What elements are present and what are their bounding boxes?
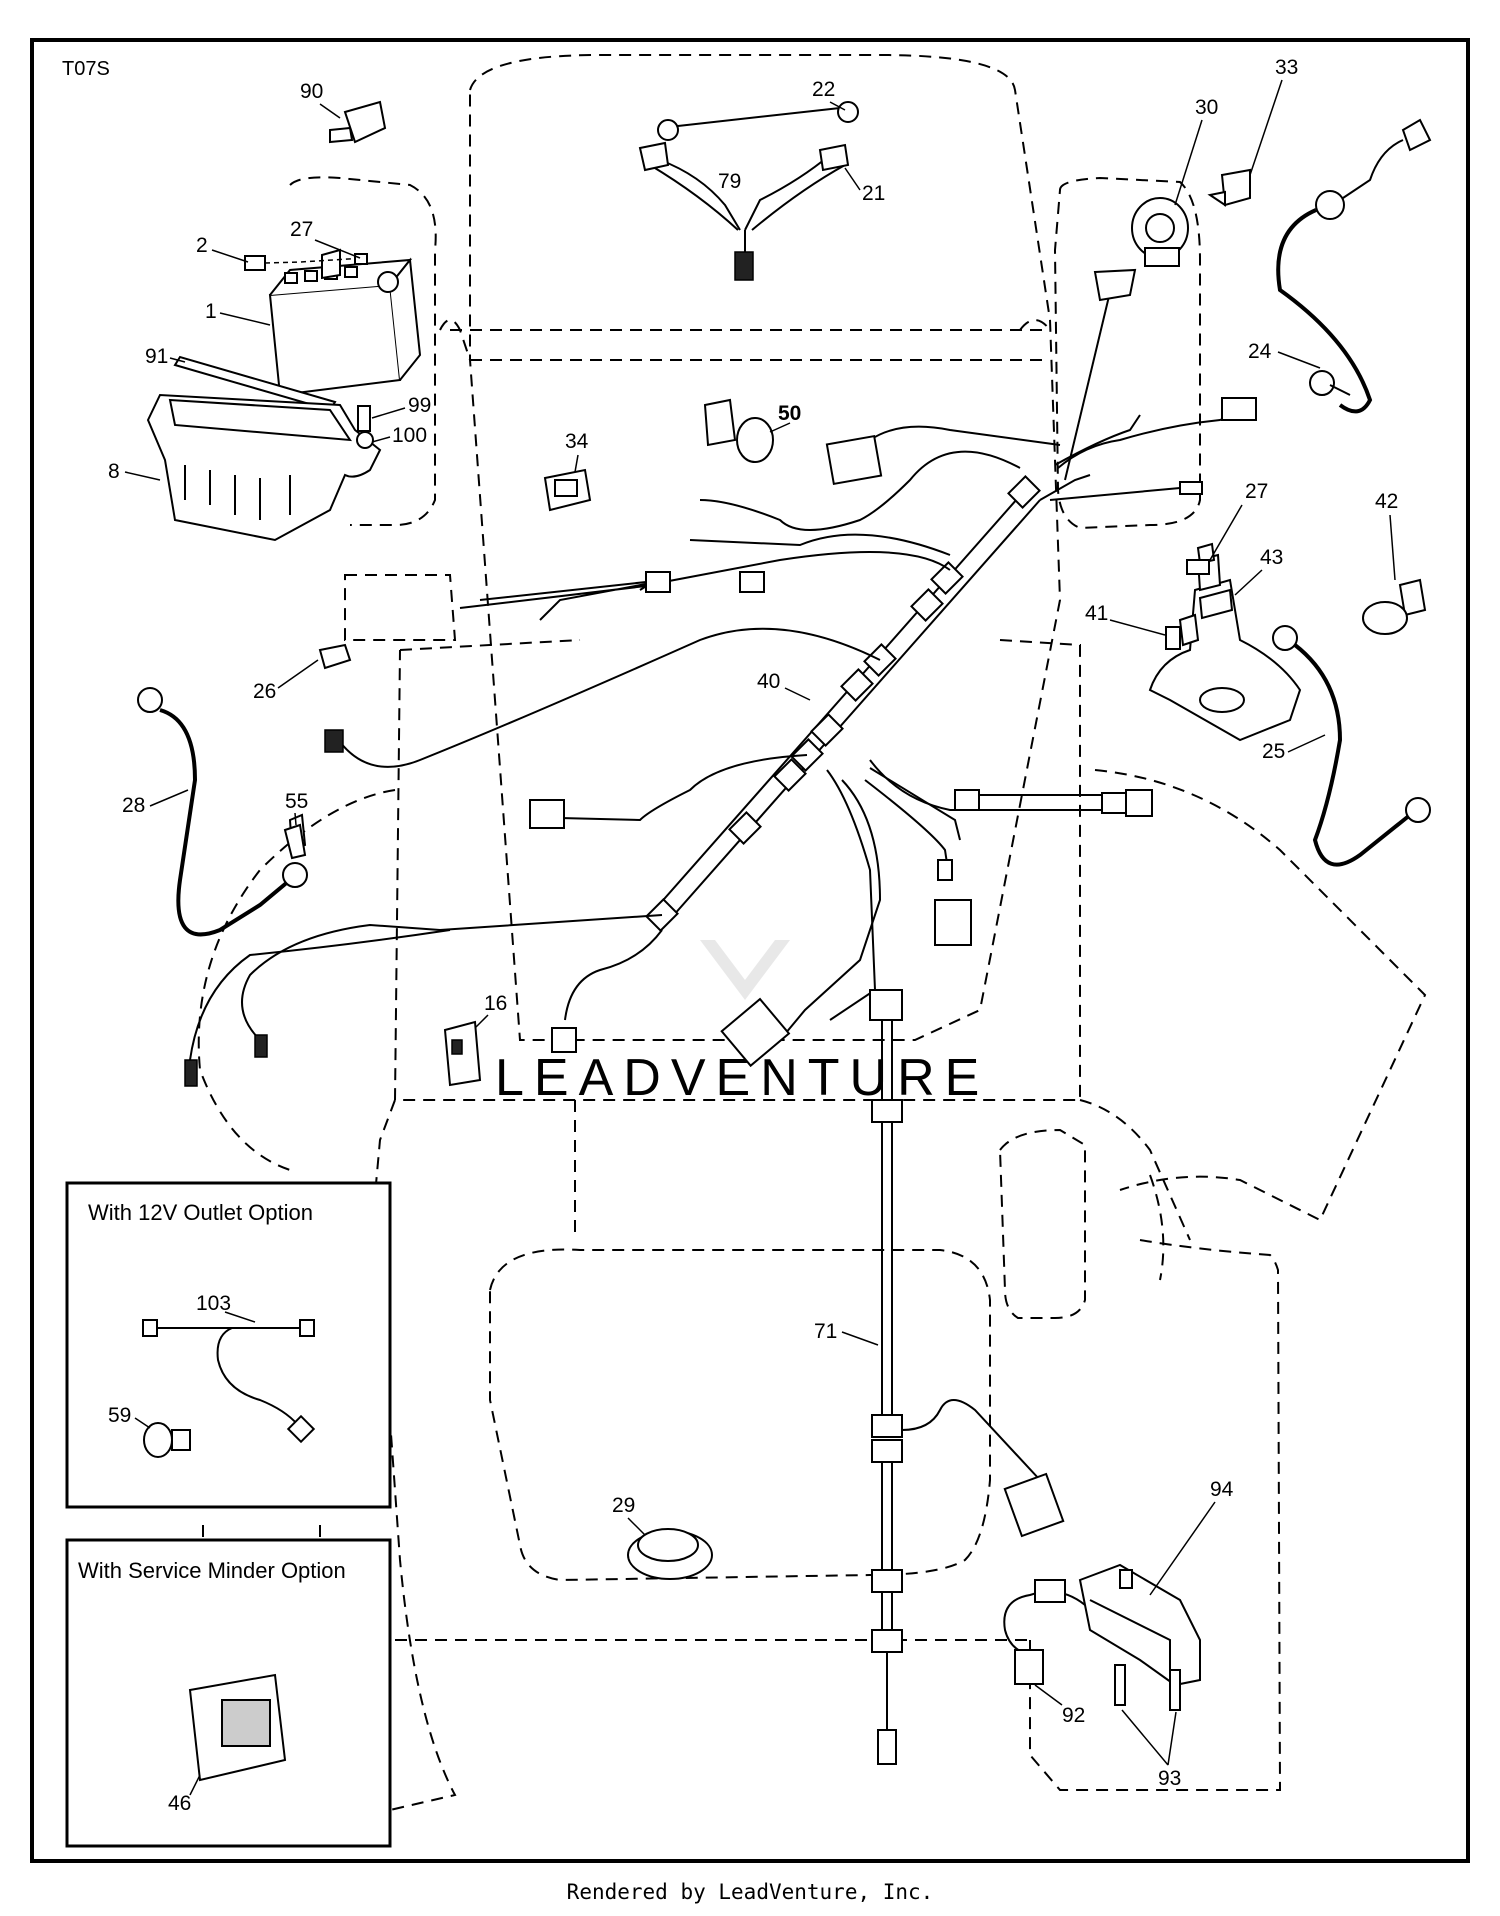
callout-1: 1 [205,300,217,323]
starter-solenoid [1148,542,1302,742]
callout-90: 90 [300,80,323,103]
callout-99: 99 [408,394,431,417]
callout-100: 100 [392,424,427,447]
callout-93: 93 [1158,1767,1181,1790]
watermark: LEADVENTURE [495,940,989,1107]
callout-41: 41 [1085,602,1108,625]
callout-21: 21 [862,182,885,205]
part-29-grommet [627,1528,713,1580]
callout-26: 26 [253,680,276,703]
callouts: 90 22 33 30 79 21 27 2 1 91 99 100 8 24 … [108,56,1398,1790]
callout-28: 28 [122,794,145,817]
callout-103: 103 [196,1292,231,1315]
ground-bolt-55 [283,823,307,860]
callout-91: 91 [145,345,168,368]
callout-29: 29 [612,1494,635,1517]
headlight-harness [638,101,859,281]
callout-50: 50 [778,402,801,425]
inset-12v-title: With 12V Outlet Option [88,1200,313,1225]
battery [268,248,422,397]
callout-27-right: 27 [1245,480,1268,503]
reverse-switch [703,398,774,463]
battery-tray [146,393,382,542]
callout-79: 79 [718,170,741,193]
bolt-41 [1165,626,1181,650]
callout-24: 24 [1248,340,1272,363]
callout-34: 34 [565,430,589,453]
inset-service-minder-title: With Service Minder Option [78,1558,346,1583]
callout-2: 2 [196,234,208,257]
callout-8: 8 [108,460,120,483]
callout-43: 43 [1260,546,1283,569]
callout-55: 55 [285,790,308,813]
callout-25: 25 [1262,740,1285,763]
battery-hardware [356,405,374,449]
watermark-text: LEADVENTURE [495,1049,989,1107]
callout-16: 16 [484,992,507,1015]
ground-cable-28 [137,687,308,937]
battery-cable-24 [1276,118,1432,414]
callout-46: 46 [168,1792,191,1815]
callout-71: 71 [814,1320,837,1343]
battery-cable-25 [1272,625,1431,867]
main-harness [184,268,1257,1087]
pto-switch [543,468,592,512]
ignition-switch [1131,168,1251,267]
fuse-26 [318,643,352,670]
chassis-outline [197,54,1427,1811]
battery-bolt [244,253,368,271]
footer-credit: Rendered by LeadVenture, Inc. [566,1880,934,1904]
callout-94: 94 [1210,1478,1234,1501]
diagram-frame [30,38,1470,1863]
callout-22: 22 [812,78,835,101]
callout-30: 30 [1195,96,1218,119]
callout-42: 42 [1375,490,1398,513]
harness-71 [869,989,1065,1765]
inset-12v-outlet: With 12V Outlet Option 103 59 [65,1181,392,1509]
terminal-boot-42 [1362,578,1427,635]
diagram-code: T07S [62,58,110,80]
nut-27 [1186,559,1210,575]
callout-33: 33 [1275,56,1298,79]
callout-27-top: 27 [290,218,313,241]
relay-16 [443,1020,482,1087]
inset-service-minder: With Service Minder Option 46 [65,1538,392,1848]
interlock-module-94 [1003,1563,1201,1711]
part-90-connector [329,100,387,144]
callout-40: 40 [757,670,780,693]
callout-59: 59 [108,1404,131,1427]
callout-92: 92 [1062,1704,1085,1727]
